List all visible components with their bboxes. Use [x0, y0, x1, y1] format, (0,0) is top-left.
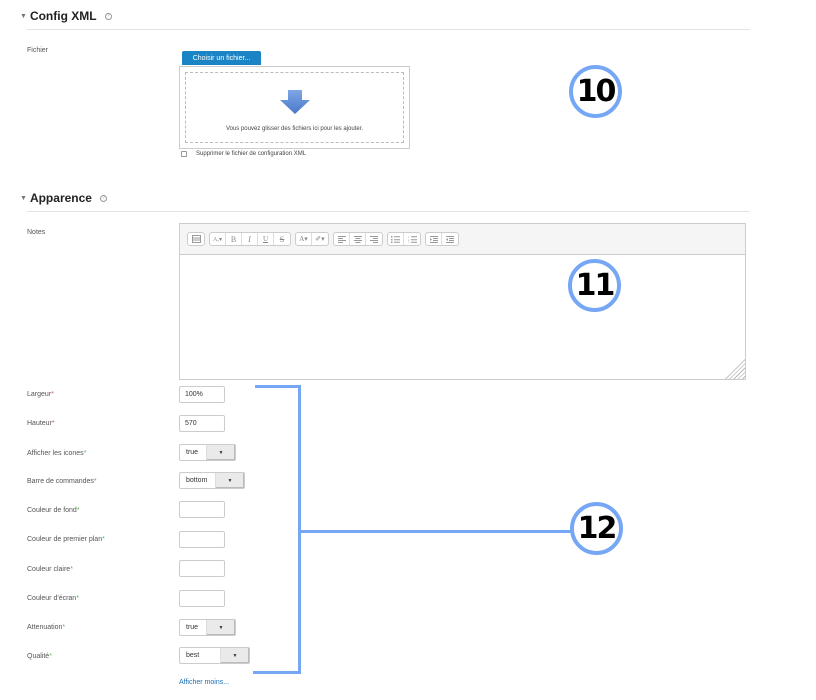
section-header-apparence[interactable]: ▼ Apparence ? [20, 191, 107, 205]
chevron-down-icon[interactable]: ▼ [206, 620, 235, 635]
drop-hint-text: Vous pouvez glisser des fichiers ici pou… [225, 126, 364, 132]
annotation-badge-10: 10 [569, 65, 622, 118]
afficher-icones-select[interactable]: true ▼ [179, 444, 236, 461]
file-dropzone[interactable]: Vous pouvez glisser des fichiers ici pou… [179, 66, 410, 149]
barre-commandes-select[interactable]: bottom ▼ [179, 472, 245, 489]
afficher-icones-label: Afficher les icones* [27, 450, 87, 457]
choose-file-button[interactable]: Choisir un fichier... [182, 51, 261, 65]
annotation-badge-12: 12 [570, 502, 623, 555]
bracket-vertical [298, 385, 301, 673]
download-arrow-icon [279, 90, 310, 114]
required-marker: * [51, 391, 54, 398]
chevron-down-icon[interactable]: ▼ [206, 445, 235, 460]
toolbar-group-color: A▾ ✐▾ [295, 232, 329, 246]
toolbar-group-toggle [187, 232, 205, 246]
align-left-icon[interactable] [334, 233, 350, 245]
largeur-label: Largeur* [27, 391, 54, 398]
section-title: Config XML [29, 9, 97, 23]
annotation-badge-11: 11 [568, 259, 621, 312]
outdent-icon[interactable] [442, 233, 458, 245]
select-value: true [186, 449, 199, 456]
bullet-list-icon[interactable] [388, 233, 404, 245]
advanced-marker: * [76, 507, 80, 514]
couleur-ecran-input[interactable] [179, 590, 225, 607]
toolbar-group-font: Aₐ▾ B I U S [209, 232, 291, 246]
indent-icon[interactable] [426, 233, 442, 245]
section-divider [27, 211, 750, 212]
bracket-top [255, 385, 301, 388]
attenuation-select[interactable]: true ▼ [179, 619, 236, 636]
highlight-color-button[interactable]: ✐▾ [315, 235, 325, 243]
delete-config-checkbox[interactable] [181, 151, 187, 157]
chevron-down-icon[interactable]: ▼ [220, 648, 249, 663]
advanced-marker: * [76, 595, 79, 602]
file-label: Fichier [27, 47, 49, 54]
toggle-toolbar-icon[interactable] [188, 233, 204, 245]
chevron-down-icon[interactable]: ▼ [215, 473, 244, 488]
dropzone-dashed-area: Vous pouvez glisser des fichiers ici pou… [185, 72, 404, 143]
qualite-label: Qualité* [27, 653, 52, 660]
text-color-button[interactable]: A▾ [296, 233, 312, 245]
help-circle-icon[interactable]: ? [99, 194, 107, 202]
section-header-config-xml[interactable]: ▼ Config XML ? [20, 9, 112, 23]
barre-commandes-label: Barre de commandes* [27, 478, 97, 485]
delete-config-checkbox-row[interactable]: Supprimer le fichier de configuration XM… [181, 151, 306, 157]
help-circle-icon[interactable]: ? [104, 12, 112, 20]
couleur-ecran-label: Couleur d'écran* [27, 595, 79, 602]
bracket-connector [300, 530, 572, 533]
largeur-input[interactable]: 100% [179, 386, 225, 403]
show-less-link[interactable]: Afficher moins... [179, 679, 230, 686]
couleur-claire-input[interactable] [179, 560, 225, 577]
advanced-marker: * [102, 536, 105, 543]
select-value: true [186, 624, 199, 631]
underline-button[interactable]: U [258, 233, 274, 245]
advanced-marker: * [70, 566, 73, 573]
attenuation-label: Attenuation* [27, 624, 66, 631]
notes-textarea[interactable] [180, 255, 745, 379]
toolbar-group-align [333, 232, 383, 246]
delete-config-label: Supprimer le fichier de configuration XM… [196, 151, 307, 157]
couleur-claire-label: Couleur claire* [27, 566, 73, 573]
section-divider [27, 29, 750, 30]
svg-text:3: 3 [408, 240, 410, 243]
advanced-marker: * [93, 478, 97, 485]
font-size-button[interactable]: Aₐ▾ [210, 233, 226, 245]
svg-text:1: 1 [408, 236, 410, 239]
collapse-caret-icon[interactable]: ▼ [20, 194, 27, 202]
advanced-marker: * [83, 450, 87, 457]
qualite-select[interactable]: best ▼ [179, 647, 250, 664]
notes-label: Notes [27, 229, 46, 236]
svg-text:2: 2 [408, 238, 410, 242]
align-center-icon[interactable] [350, 233, 366, 245]
hauteur-label: Hauteur* [27, 420, 55, 427]
strikethrough-button[interactable]: S [279, 234, 285, 244]
select-value: bottom [186, 477, 208, 484]
couleur-fond-input[interactable] [179, 501, 225, 518]
hauteur-input[interactable]: 570 [179, 415, 225, 432]
advanced-marker: * [62, 624, 66, 631]
couleur-premier-plan-input[interactable] [179, 531, 225, 548]
collapse-caret-icon[interactable]: ▼ [20, 12, 27, 20]
bold-button[interactable]: B [226, 233, 242, 245]
section-title: Apparence [29, 191, 92, 205]
bracket-bottom [253, 671, 301, 674]
advanced-marker: * [49, 653, 52, 660]
toolbar-group-indent [425, 232, 459, 246]
italic-button[interactable]: I [242, 233, 258, 245]
align-right-icon[interactable] [366, 233, 382, 245]
couleur-fond-label: Couleur de fond* [27, 507, 80, 514]
required-marker: * [51, 420, 55, 427]
couleur-premier-plan-label: Couleur de premier plan* [27, 536, 105, 543]
select-value: best [186, 652, 200, 659]
